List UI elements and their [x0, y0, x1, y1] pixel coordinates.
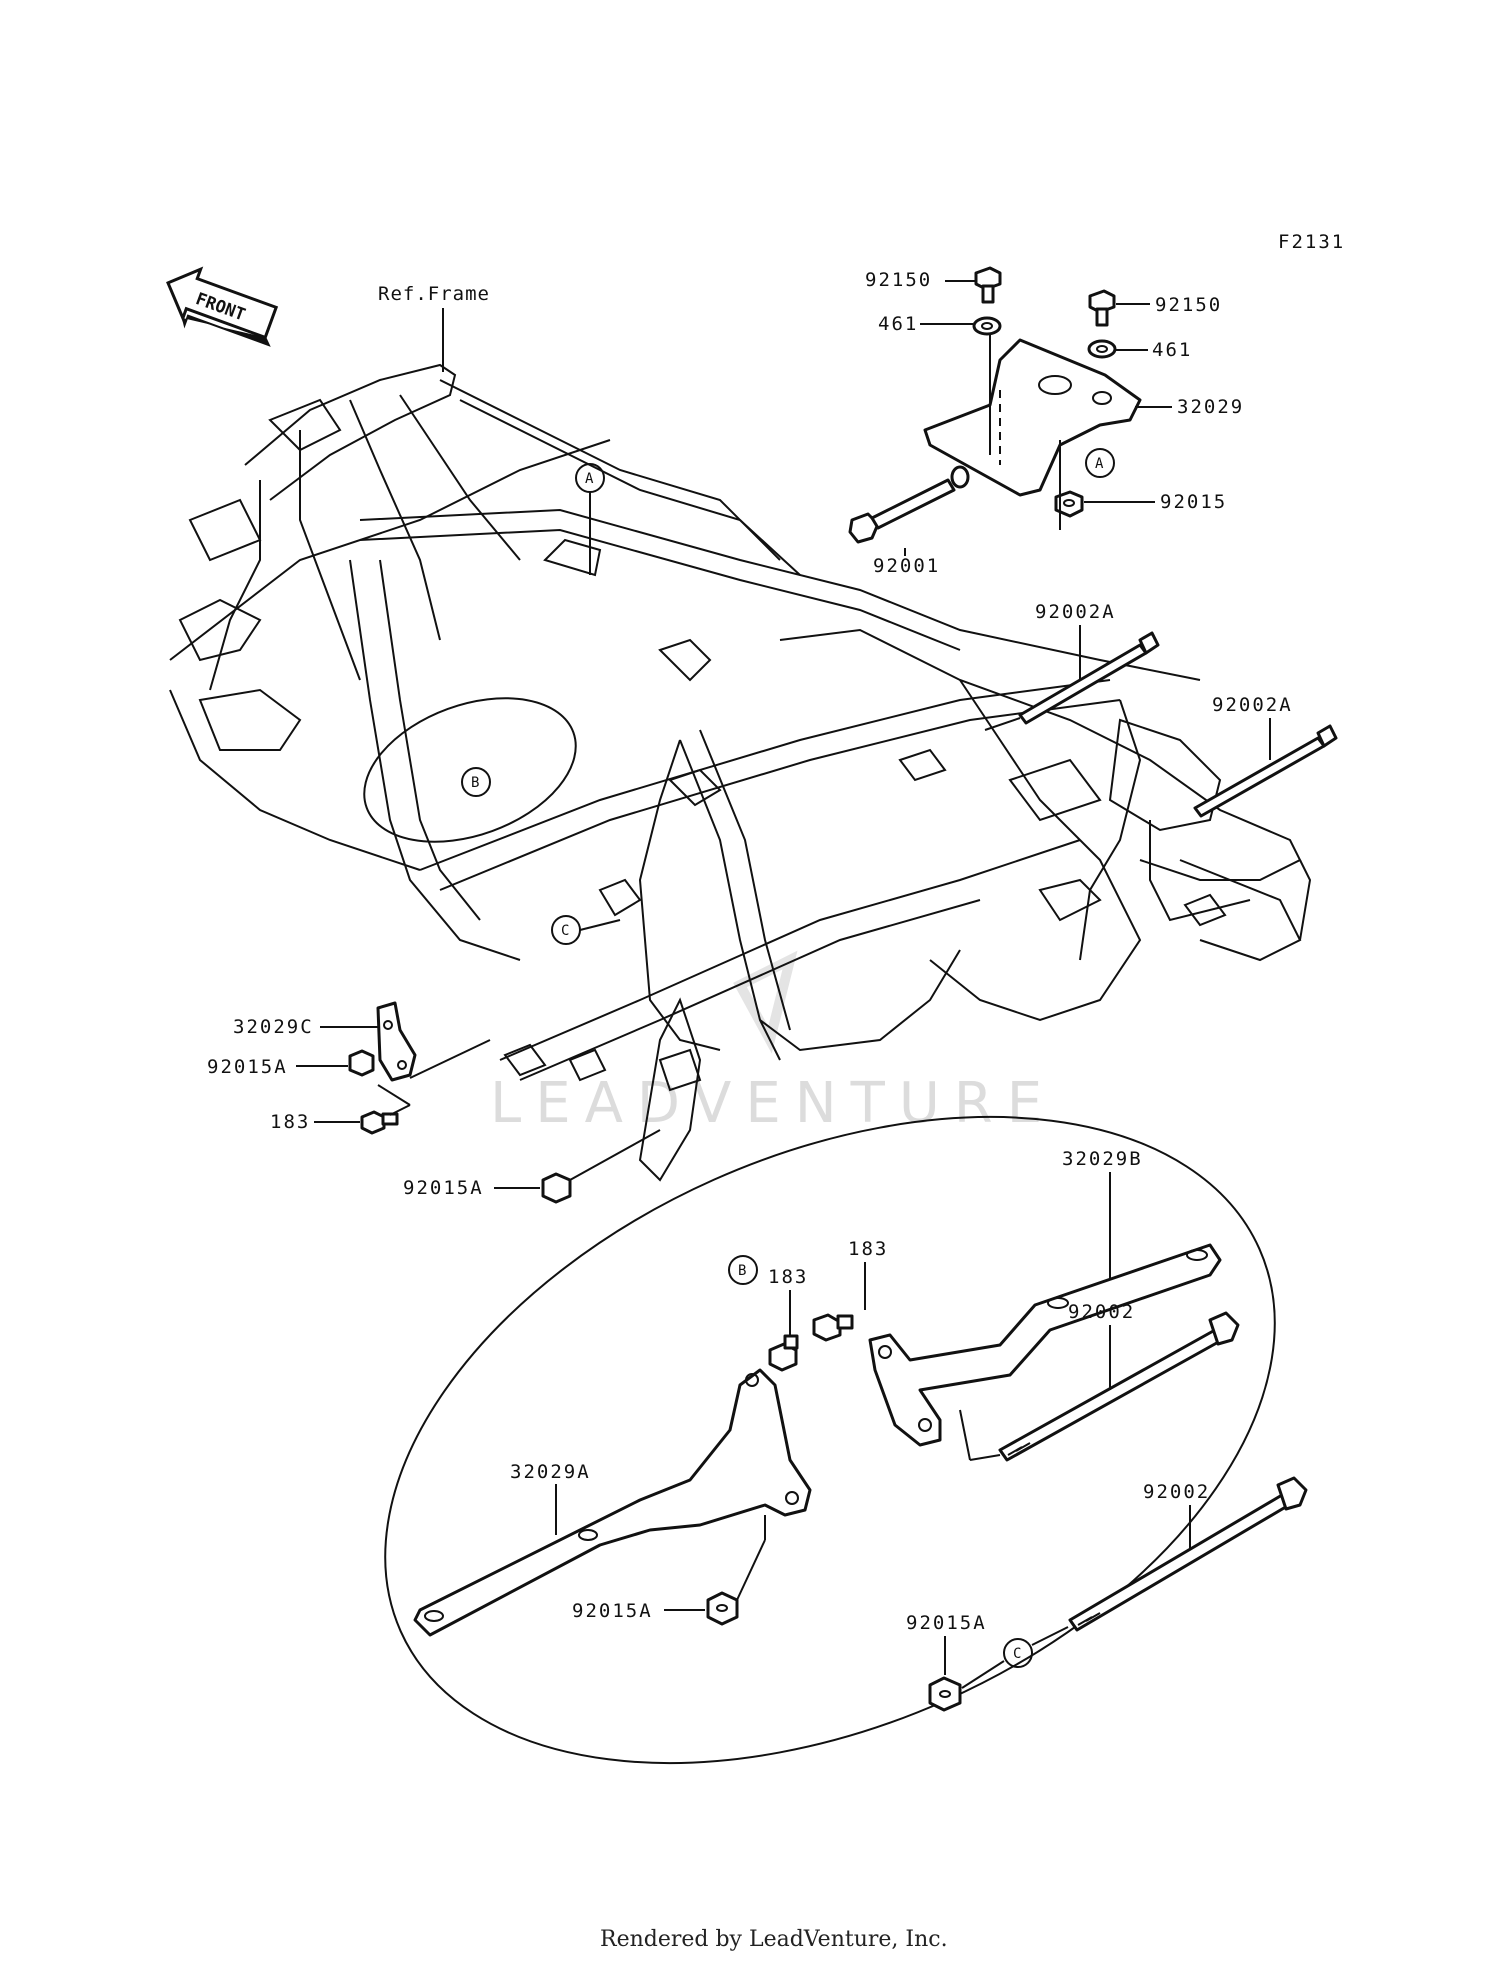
label-32029A: 32029A — [510, 1461, 591, 1483]
front-arrow-icon: FRONT — [166, 266, 279, 347]
label-183-b2: 183 — [768, 1266, 808, 1288]
label-32029: 32029 — [1177, 396, 1244, 418]
label-92015A-c: 92015A — [906, 1612, 987, 1634]
label-461-left: 461 — [878, 313, 918, 335]
bolt-92001-icon — [848, 465, 970, 544]
bolt-92002A-top-icon — [1018, 631, 1160, 725]
callout-c-detail — [1003, 1638, 1033, 1668]
label-92002A-right: 92002A — [1212, 694, 1293, 716]
bolt-92002-c-icon — [1068, 1476, 1308, 1632]
engine-mount-bracket-32029 — [923, 338, 1142, 497]
washer-461-left-icon — [972, 316, 1002, 336]
washer-461-right-icon — [1087, 339, 1117, 359]
label-183-left: 183 — [270, 1111, 310, 1133]
label-92015A-left: 92015A — [207, 1056, 288, 1078]
callout-a-bracket — [1085, 448, 1115, 478]
label-92015: 92015 — [1160, 491, 1227, 513]
callout-c-detail-text: C — [1013, 1646, 1021, 1662]
label-92002-b: 92002 — [1068, 1301, 1135, 1323]
label-92150-right: 92150 — [1155, 294, 1222, 316]
label-32029B: 32029B — [1062, 1148, 1143, 1170]
frame-drawing — [169, 363, 1312, 1182]
label-32029C: 32029C — [233, 1016, 314, 1038]
callout-a-bracket-text: A — [1095, 456, 1104, 472]
diagram-code: F2131 — [1278, 231, 1345, 253]
bolt-183-b1-icon — [812, 1313, 854, 1342]
nut-92015A-c-icon — [928, 1676, 962, 1712]
nut-92015A-b-icon — [706, 1591, 739, 1626]
label-92002-c: 92002 — [1143, 1481, 1210, 1503]
bracket-32029A-icon — [413, 1368, 812, 1637]
label-92002A-top: 92002A — [1035, 601, 1116, 623]
label-92015A-b: 92015A — [572, 1600, 653, 1622]
callout-b-detail-text: B — [738, 1263, 746, 1279]
label-92001: 92001 — [873, 555, 940, 577]
nut-92015-icon — [1054, 490, 1084, 518]
bolt-92002-b-icon — [998, 1311, 1240, 1462]
callout-b-detail — [728, 1255, 758, 1285]
callout-b-frame-text: B — [471, 775, 479, 791]
callout-a-frame-text: A — [585, 471, 594, 487]
label-183-b1: 183 — [848, 1238, 888, 1260]
label-92150-left: 92150 — [865, 269, 932, 291]
ref-frame-label: Ref.Frame — [378, 283, 490, 305]
nut-92015A-left-icon — [348, 1049, 375, 1077]
footer-credit: Rendered by LeadVenture, Inc. — [600, 1927, 948, 1952]
bolt-183-b2-icon — [768, 1334, 799, 1372]
callout-c-frame-text: C — [561, 923, 569, 939]
bolt-183-left-icon — [360, 1110, 399, 1135]
bracket-32029C-icon — [376, 1001, 417, 1082]
bracket-32029B-icon — [868, 1243, 1222, 1447]
bolt-92150-left-icon — [974, 266, 1002, 304]
bolt-92002A-right-icon — [1193, 724, 1338, 818]
nut-92015A-frame-icon — [541, 1172, 572, 1204]
label-92015A-frame: 92015A — [403, 1177, 484, 1199]
watermark: LEADVENTURE — [490, 1071, 1056, 1136]
label-461-right: 461 — [1152, 339, 1192, 361]
callout-b-frame — [461, 767, 491, 797]
bolt-92150-right-icon — [1088, 289, 1116, 327]
